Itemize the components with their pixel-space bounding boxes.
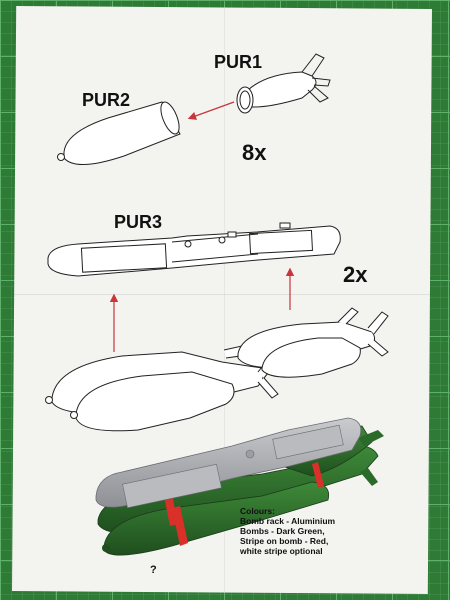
colour-notes: Colours: Bomb rack - Aluminium Bombs - D… — [240, 506, 400, 556]
coloured-render — [95, 417, 384, 556]
part-label-pur3: PUR3 — [114, 212, 163, 232]
colour-note-line: Bomb rack - Aluminium — [240, 516, 336, 526]
part-label-pur1: PUR1 — [214, 52, 263, 72]
pur2-nose-drawing — [57, 101, 181, 166]
fold-line-horizontal — [12, 294, 432, 295]
colour-note-line: white stripe optional — [240, 546, 323, 556]
instruction-sheet: PUR1 PUR2 PUR3 8x 2x ? Colours: Bomb rac… — [12, 6, 432, 594]
pur1-tail-drawing — [236, 53, 331, 114]
colour-notes-heading: Colours: — [240, 506, 275, 516]
fold-line-vertical — [224, 6, 225, 594]
part-label-pur2: PUR2 — [82, 90, 131, 110]
bomb-pair-drawing — [45, 307, 389, 432]
quantity-label-rack: 2x — [343, 262, 368, 287]
line-drawings — [45, 53, 389, 556]
colour-note-line: Stripe on bomb - Red, — [240, 536, 329, 546]
colour-note-line: Bombs - Dark Green, — [240, 526, 325, 536]
quantity-label-pur: 8x — [242, 140, 267, 165]
question-mark: ? — [150, 564, 157, 576]
pur3-rack-drawing — [47, 222, 341, 277]
